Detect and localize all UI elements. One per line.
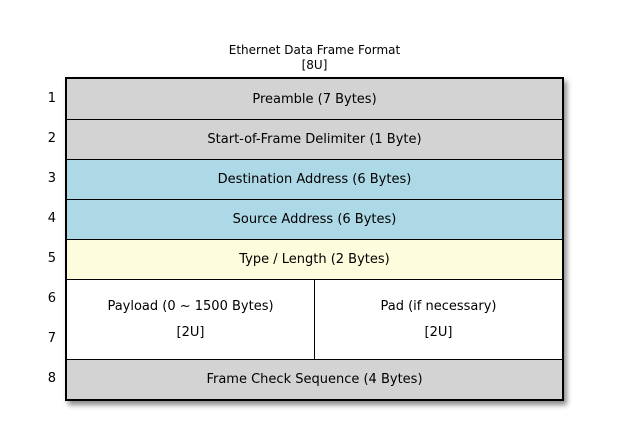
rack-unit-number: 5 [47, 251, 56, 266]
rack-unit-number: 1 [47, 91, 56, 106]
rack-unit-number: 6 [47, 291, 56, 306]
rack-unit-number: 2 [47, 131, 56, 146]
row-type-length: Type / Length (2 Bytes) [67, 239, 562, 279]
cell-pad-label: Pad (if necessary) [380, 299, 497, 314]
rack-unit-number: 8 [47, 371, 56, 386]
unit-number-column: 1 2 3 4 5 6 7 8 [28, 79, 56, 399]
diagram-title-block: Ethernet Data Frame Format [8U] [65, 43, 564, 73]
cell-pad-units: [2U] [424, 325, 453, 340]
row-source-address: Source Address (6 Bytes) [67, 199, 562, 239]
row-start-of-frame-delimiter: Start-of-Frame Delimiter (1 Byte) [67, 119, 562, 159]
rack-unit-number: 7 [47, 331, 56, 346]
frame-format-table: Preamble (7 Bytes) Start-of-Frame Delimi… [65, 77, 564, 401]
diagram-subtitle: [8U] [301, 58, 328, 72]
cell-payload-units: [2U] [176, 325, 205, 340]
rack-unit-number: 4 [47, 211, 56, 226]
row-destination-address: Destination Address (6 Bytes) [67, 159, 562, 199]
cell-pad: Pad (if necessary) [2U] [314, 280, 562, 359]
rack-unit-number: 3 [47, 171, 56, 186]
row-frame-check-sequence: Frame Check Sequence (4 Bytes) [67, 359, 562, 399]
cell-payload: Payload (0 ~ 1500 Bytes) [2U] [67, 280, 314, 359]
row-payload-pad: Payload (0 ~ 1500 Bytes) [2U] Pad (if ne… [67, 279, 562, 359]
row-preamble: Preamble (7 Bytes) [67, 79, 562, 119]
cell-payload-label: Payload (0 ~ 1500 Bytes) [107, 299, 274, 314]
diagram-title: Ethernet Data Frame Format [228, 43, 401, 57]
